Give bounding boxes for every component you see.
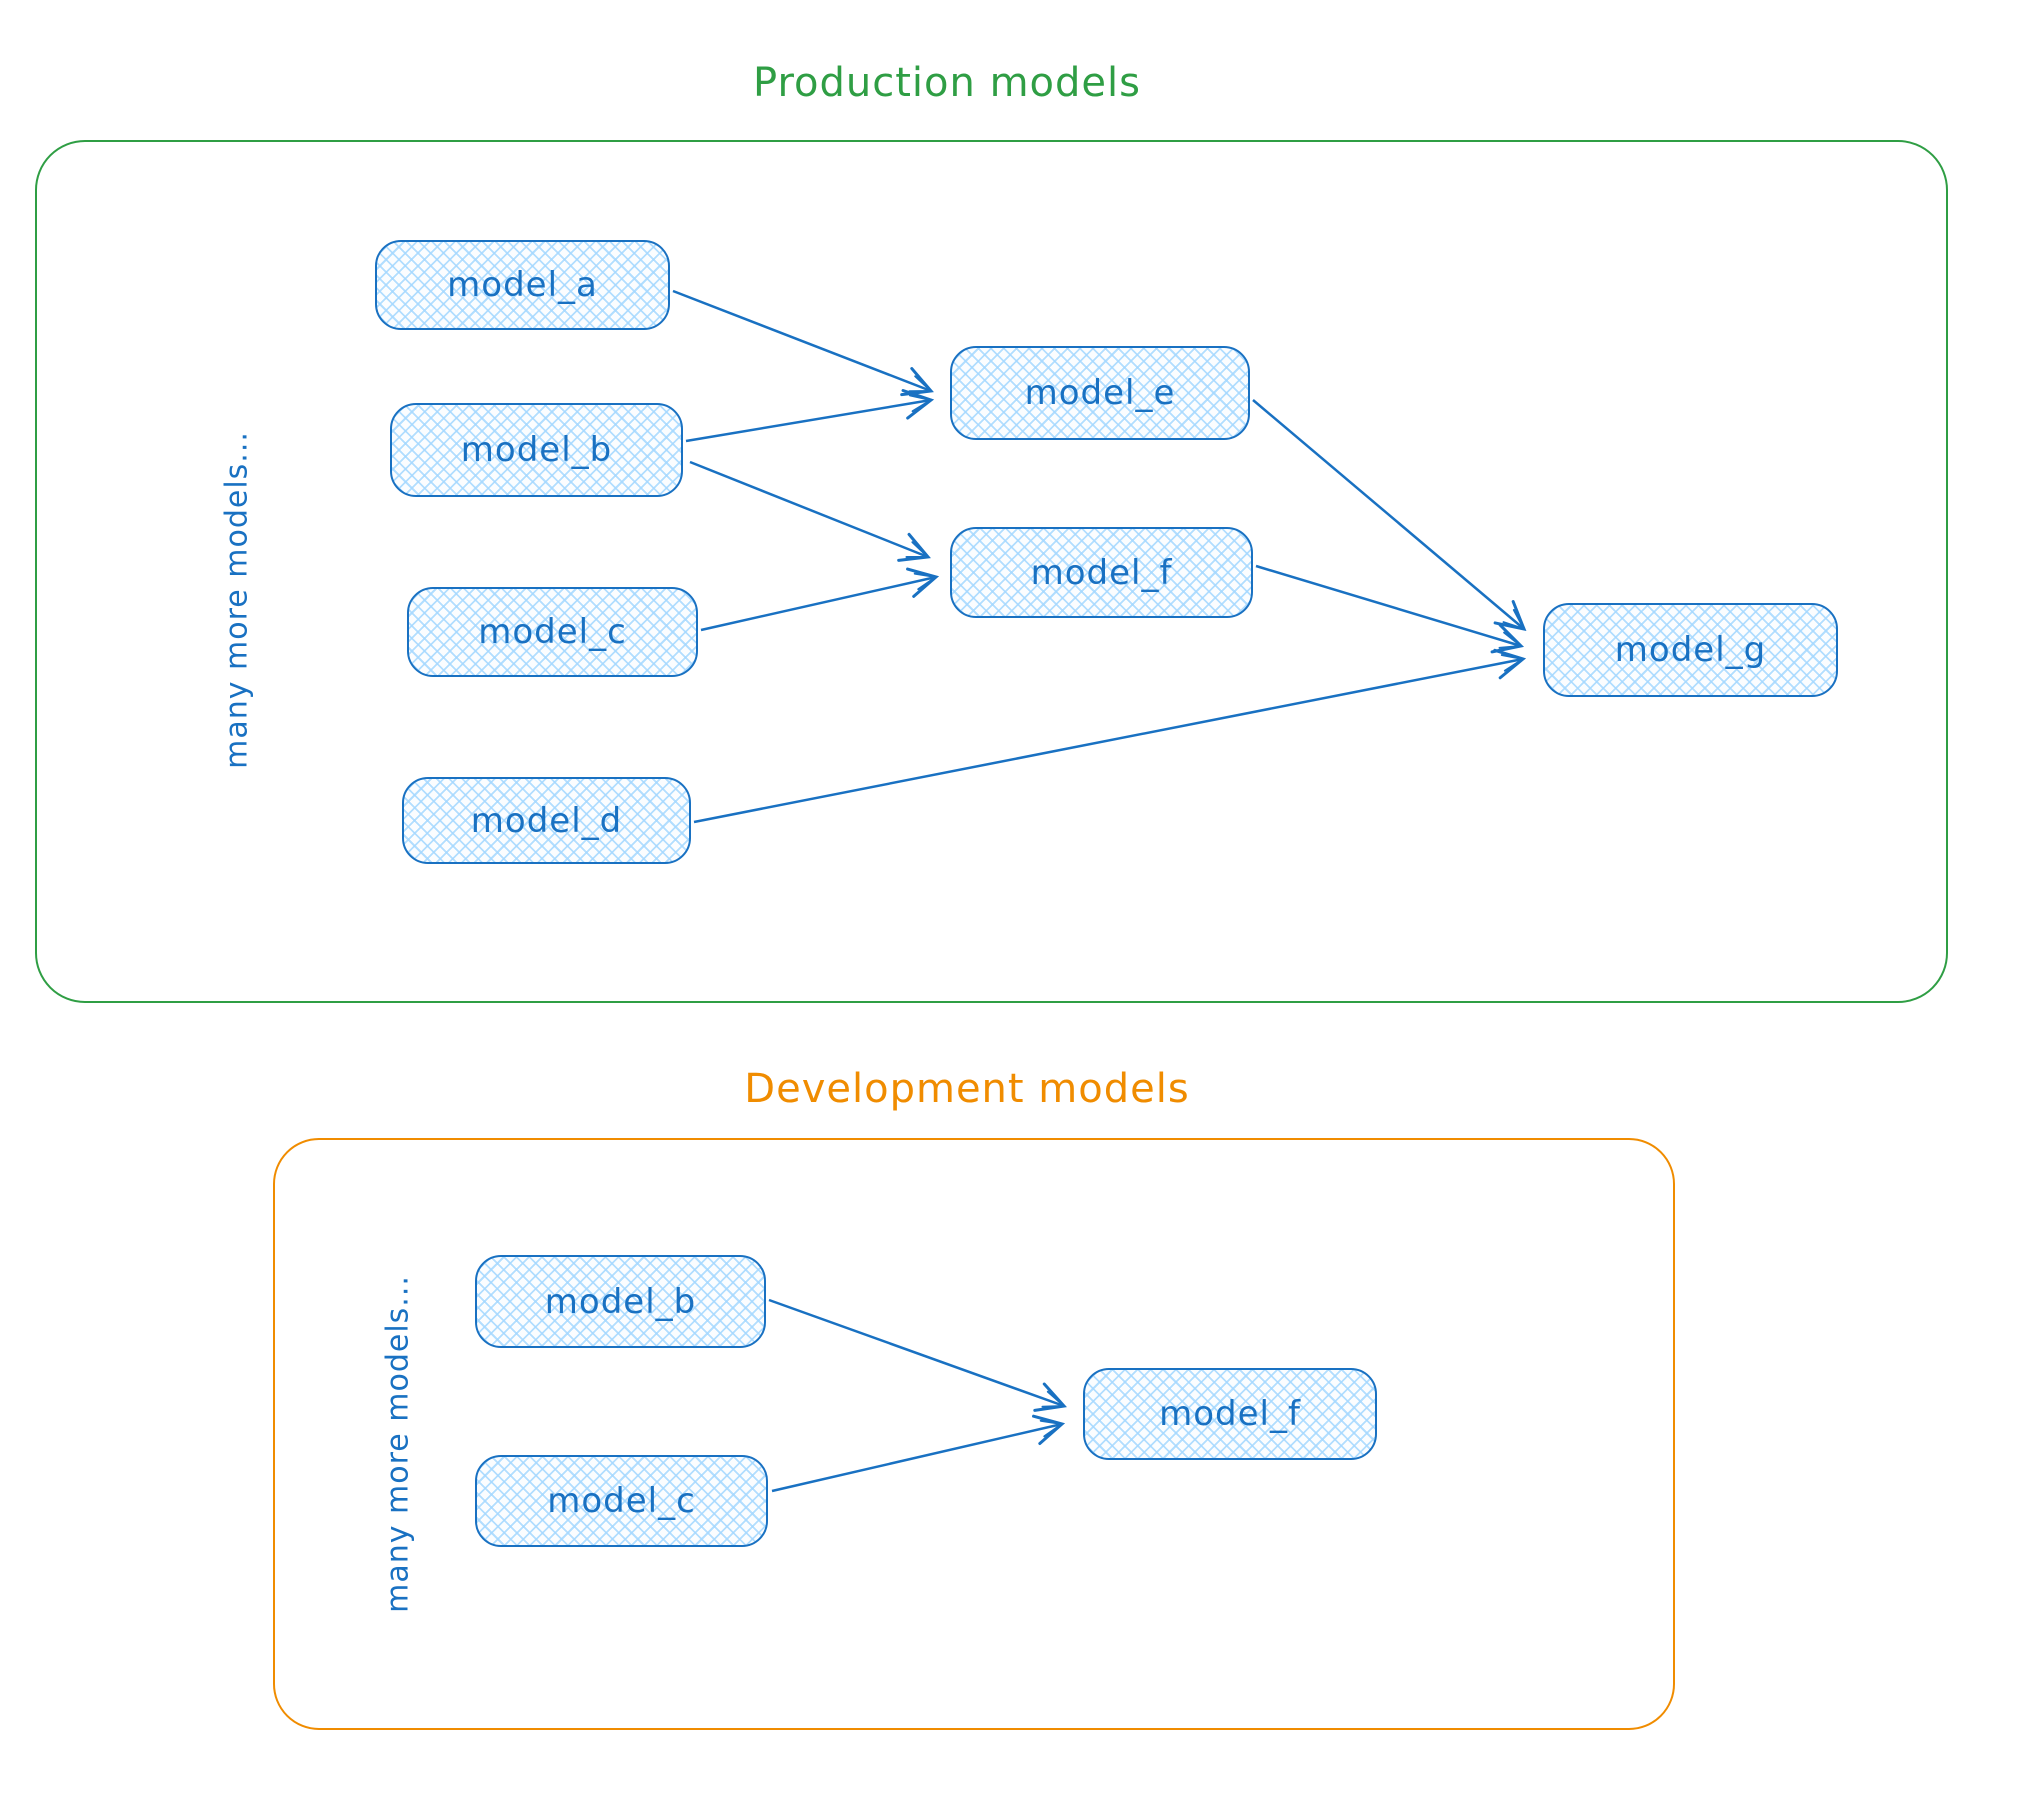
production-title: Production models [753, 60, 1141, 106]
edge-prod-model_c-to-prod-model_f [700, 567, 940, 632]
node-prod-model_b[interactable]: model_b [390, 403, 683, 497]
edge-prod-model_b-to-prod-model_e [685, 388, 935, 443]
edge-dev-model_b-to-dev-model_f [768, 1298, 1067, 1412]
node-prod-model_c[interactable]: model_c [407, 587, 698, 677]
development-title: Development models [744, 1066, 1190, 1112]
edge-prod-model_a-to-prod-model_e [672, 289, 934, 397]
edge-dev-model_c-to-dev-model_f [771, 1414, 1066, 1493]
edge-prod-model_e-to-prod-model_g [1252, 399, 1527, 632]
development-frame [273, 1138, 1675, 1730]
node-prod-model_a[interactable]: model_a [375, 240, 670, 330]
node-label-dev-model_f: model_f [1159, 1394, 1301, 1434]
edge-prod-model_f-to-prod-model_g [1255, 564, 1525, 654]
node-label-prod-model_c: model_c [478, 612, 627, 652]
node-label-prod-model_f: model_f [1030, 552, 1173, 593]
node-label-prod-model_a: model_a [447, 265, 598, 305]
node-prod-model_g[interactable]: model_g [1543, 603, 1838, 697]
edge-prod-model_b-to-prod-model_f [689, 460, 931, 562]
node-prod-model_d[interactable]: model_d [402, 777, 691, 864]
node-label-prod-model_g: model_g [1614, 630, 1767, 670]
node-label-dev-model_b: model_b [544, 1281, 697, 1322]
production-frame [35, 140, 1948, 1003]
node-prod-model_f[interactable]: model_f [950, 527, 1253, 618]
node-dev-model_f[interactable]: model_f [1083, 1368, 1377, 1460]
node-label-prod-model_e: model_e [1024, 373, 1176, 413]
edge-prod-model_d-to-prod-model_g [693, 648, 1527, 824]
node-label-prod-model_d: model_d [470, 800, 623, 841]
node-label-prod-model_b: model_b [460, 430, 613, 470]
node-label-dev-model_c: model_c [547, 1481, 696, 1521]
node-prod-model_e[interactable]: model_e [950, 346, 1250, 440]
node-dev-model_c[interactable]: model_c [475, 1455, 768, 1547]
node-dev-model_b[interactable]: model_b [475, 1255, 766, 1348]
